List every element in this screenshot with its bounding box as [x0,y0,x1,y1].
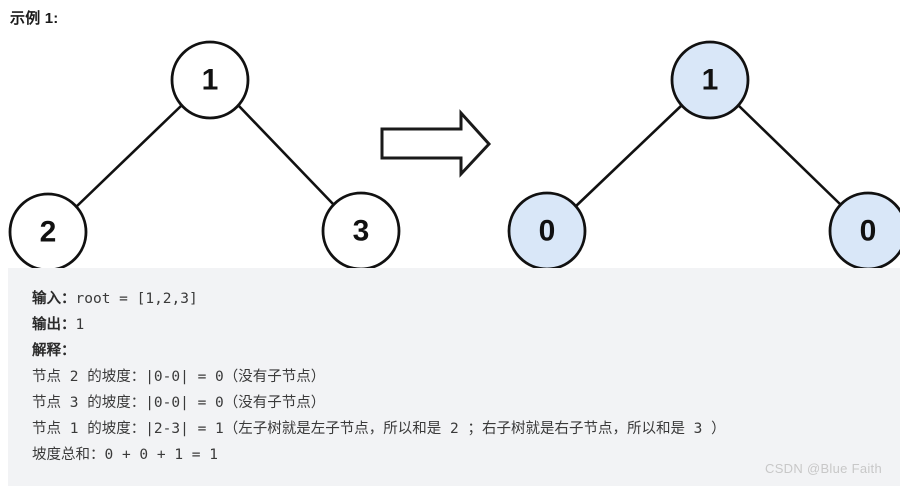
explanation-panel: 输入：root = [1,2,3] 输出：1 解释： 节点 2 的坡度：|0-0… [8,268,900,486]
arrow-shape [380,109,492,178]
node-label: 2 [40,216,57,249]
tree-node-output-root[interactable]: 1 [670,40,750,120]
node-label: 0 [860,215,877,248]
explain-line-node3: 节点 3 的坡度：|0-0| = 0（没有子节点） [32,395,326,411]
node-label: 0 [539,215,556,248]
input-line: 输入：root = [1,2,3] [32,286,900,312]
explain-line-node1: 节点 1 的坡度：|2-3| = 1（左子树就是左子节点，所以和是 2 ；右子树… [32,421,726,437]
edge-root-to-left [574,104,683,208]
right-arrow-icon [380,109,492,178]
page-title: 示例 1: [10,10,59,27]
explain-label: 解释： [32,343,76,359]
input-tree: 1 2 3 [8,40,401,272]
tree-node-input-right[interactable]: 3 [321,191,401,271]
tree-node-input-left[interactable]: 2 [8,192,88,272]
binary-tree-diagram: 1 2 3 1 0 [8,40,900,272]
node-label: 3 [353,215,370,248]
diagram-svg: 1 2 3 1 0 [8,40,900,272]
tree-node-output-left[interactable]: 0 [507,191,587,271]
output-value: 1 [75,317,85,333]
node-label: 1 [202,64,219,97]
edge-root-to-right [237,104,335,206]
explain-heading-line: 解释： [32,338,900,364]
output-line: 输出：1 [32,312,900,338]
explain-line-node2: 节点 2 的坡度：|0-0| = 0（没有子节点） [32,369,326,385]
node-circle [670,40,750,120]
edge-root-to-right [737,104,842,206]
explain-line-total: 坡度总和：0 + 0 + 1 = 1 [32,447,218,463]
input-value: root = [1,2,3] [75,291,198,307]
output-label: 输出： [32,317,76,333]
node-circle [170,40,250,120]
edge-root-to-left [75,104,183,208]
tree-node-output-right[interactable]: 0 [828,191,900,271]
watermark: CSDN @Blue Faith [765,461,882,476]
tree-node-input-root[interactable]: 1 [170,40,250,120]
output-tree: 1 0 0 [507,40,900,271]
input-label: 输入： [32,291,76,307]
node-label: 1 [702,64,719,97]
